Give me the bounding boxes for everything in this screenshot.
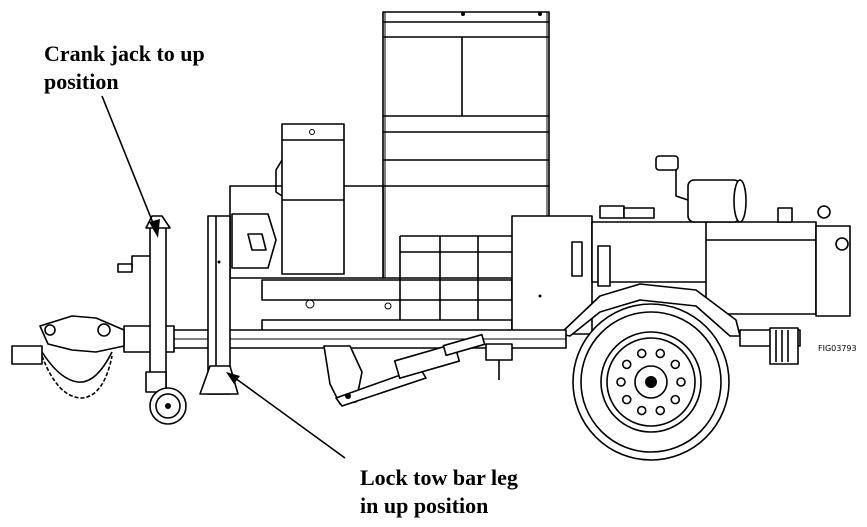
wheel-lug	[655, 405, 666, 416]
callout-tow-bar-leg-line2: in up position	[360, 493, 489, 518]
wheel-lug	[655, 348, 666, 359]
leader-jack	[101, 95, 160, 238]
wheel	[572, 303, 730, 461]
suspension	[323, 333, 513, 407]
wheel-lug	[670, 359, 681, 370]
wheel-lug	[636, 405, 647, 416]
coupler	[11, 315, 125, 399]
center-housing	[229, 123, 384, 279]
wheel-lug	[670, 394, 681, 405]
leader-leg	[226, 372, 346, 459]
fender	[559, 283, 741, 337]
callout-tow-bar-leg-line1: Lock tow bar leg	[360, 465, 518, 490]
top-fittings	[599, 155, 831, 223]
callout-crank-jack: Crank jack to up position	[44, 40, 205, 96]
wheel-lug	[676, 377, 686, 387]
wheel-lug	[616, 377, 626, 387]
wheel-lug	[621, 394, 632, 405]
rear-step	[739, 327, 801, 365]
tow-bar-leg	[199, 215, 239, 395]
callout-crank-jack-line2: position	[44, 69, 119, 94]
chassis	[261, 235, 513, 335]
wheel-lug	[636, 348, 647, 359]
upright-frame	[382, 11, 550, 279]
callout-crank-jack-line1: Crank jack to up	[44, 41, 205, 66]
engine-box	[511, 215, 851, 335]
callout-tow-bar-leg: Lock tow bar leg in up position	[360, 464, 518, 520]
figure-id: FIG03793	[818, 344, 857, 353]
wheel-lug	[621, 359, 632, 370]
tongue-jack	[117, 215, 187, 425]
